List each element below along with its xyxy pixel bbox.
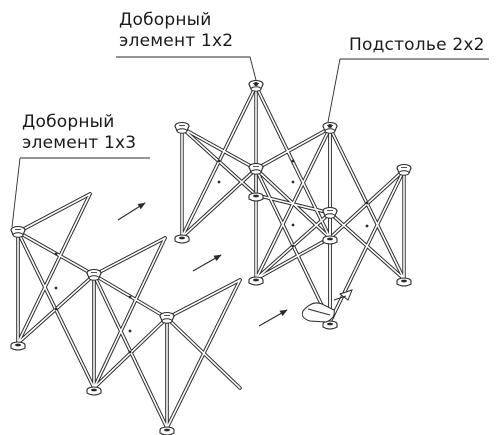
callout-extension-1x3: Доборный элемент 1x3 [22,112,136,154]
assembly-direction-arrow [258,309,288,327]
assembly-arrows [117,202,288,327]
callout-extension-1x3-line2: элемент 1x3 [22,133,137,153]
callout-extension-1x2-line2: элемент 1x2 [119,31,234,51]
callout-tabletop-2x2: Подстолье 2x2 [349,35,485,56]
frame-module-back [180,84,406,324]
module-back-hubs [174,79,412,330]
leveling-clamp [301,289,353,323]
callout-extension-1x3-line1: Доборный [22,112,115,132]
callout-extension-1x2: Доборный элемент 1x2 [119,10,233,52]
callout-leaders [11,56,489,228]
frame-module-front [16,192,242,430]
callout-extension-1x2-line1: Доборный [119,10,212,30]
assembly-direction-arrow [192,254,222,272]
assembly-direction-arrow [117,202,146,221]
callout-tabletop-2x2-line1: Подстолье 2x2 [349,35,485,55]
